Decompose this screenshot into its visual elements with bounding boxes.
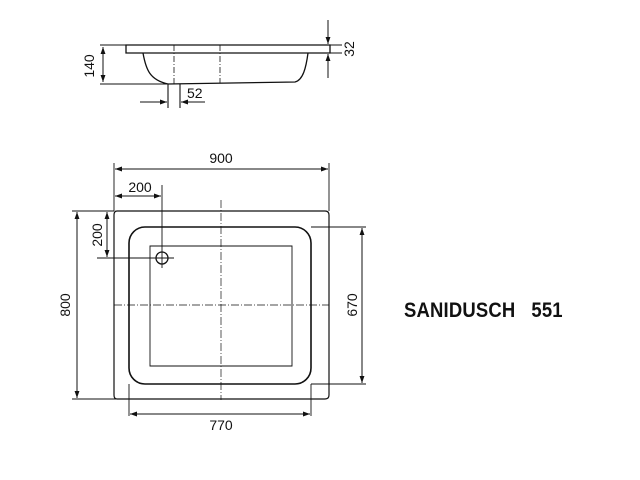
drain-stub [167, 84, 181, 108]
rim-outline [128, 226, 312, 385]
dim-200-x: 200 [128, 179, 152, 195]
basin-outline [149, 245, 293, 367]
plan-view [72, 163, 366, 417]
product-title: SANIDUSCH 551 [404, 299, 563, 323]
dim-670: 670 [344, 293, 360, 317]
dim-52: 52 [187, 85, 203, 101]
dim-32: 32 [341, 41, 357, 57]
side-view [100, 20, 342, 108]
dim-800: 800 [57, 293, 73, 317]
outer-outline [113, 210, 330, 400]
rim-outline [125, 44, 331, 54]
basin-outline [142, 52, 309, 85]
product-name: SANIDUSCH [404, 299, 516, 322]
dim-770: 770 [209, 417, 233, 433]
dim-200-y: 200 [89, 223, 105, 247]
dim-900: 900 [209, 150, 233, 166]
dim-140: 140 [81, 54, 97, 78]
product-model: 551 [531, 299, 563, 322]
